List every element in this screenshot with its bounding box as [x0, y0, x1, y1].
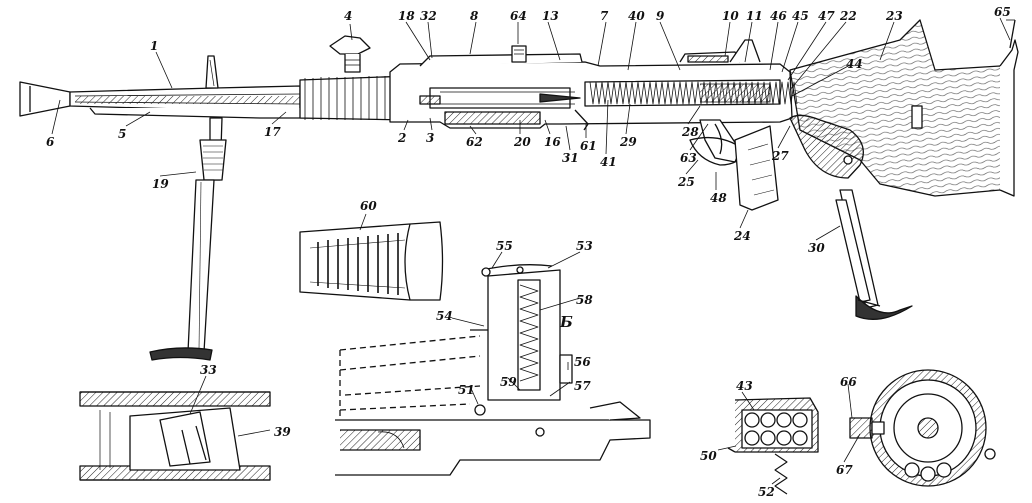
part-label-39: 39	[274, 425, 291, 439]
part-label-61: 61	[580, 139, 597, 153]
part-label-31: 31	[562, 151, 579, 165]
part-label-4: 4	[344, 9, 353, 23]
magazine-latch	[511, 45, 527, 63]
part-label-41: 41	[600, 155, 617, 169]
rear-monopod	[835, 189, 913, 320]
part-label-30: 30	[808, 241, 825, 255]
part-label-64: 64	[510, 9, 527, 23]
part-label-46: 46	[770, 9, 787, 23]
top-cover	[419, 51, 741, 67]
part-label-43: 43	[736, 379, 753, 393]
part-label-13: 13	[542, 9, 559, 23]
part-label-40: 40	[628, 9, 645, 23]
part-label-22: 22	[840, 9, 857, 23]
feed-knob	[329, 35, 371, 73]
front-sight	[205, 55, 219, 89]
part-label-7: 7	[600, 9, 609, 23]
recoil-spring	[584, 79, 798, 107]
part-label-54: 54	[436, 309, 453, 323]
detail-cartridge-stack	[727, 397, 819, 495]
part-label-58: 58	[576, 293, 593, 307]
part-label-b: Б	[560, 313, 573, 331]
part-label-2: 2	[398, 131, 407, 145]
part-label-9: 9	[656, 9, 665, 23]
part-label-55: 55	[496, 239, 513, 253]
part-label-24: 24	[734, 229, 751, 243]
flash-hider	[19, 81, 71, 117]
part-label-20: 20	[514, 135, 531, 149]
part-label-18: 18	[398, 9, 415, 23]
part-label-57: 57	[574, 379, 591, 393]
part-label-25: 25	[678, 175, 695, 189]
part-label-63: 63	[680, 151, 697, 165]
part-label-47: 47	[818, 9, 835, 23]
part-label-33: 33	[200, 363, 217, 377]
part-label-8: 8	[470, 9, 479, 23]
leader-lines	[51, 17, 1011, 485]
part-label-44: 44	[846, 57, 863, 71]
part-label-66: 66	[840, 375, 857, 389]
part-label-16: 16	[544, 135, 561, 149]
part-label-60: 60	[360, 199, 377, 213]
trigger-group	[574, 109, 746, 166]
part-label-67: 67	[836, 463, 853, 477]
rear-sight	[729, 39, 761, 63]
part-label-48: 48	[710, 191, 727, 205]
detail-b-receiver-rail	[335, 401, 651, 476]
part-label-45: 45	[792, 9, 809, 23]
rear-monopod-bracket	[789, 114, 864, 179]
part-label-17: 17	[264, 125, 281, 139]
part-label-27: 27	[772, 149, 789, 163]
part-label-10: 10	[722, 9, 739, 23]
detail-b-dashed-magazine	[339, 335, 481, 420]
part-label-11: 11	[746, 9, 763, 23]
part-label-50: 50	[700, 449, 717, 463]
part-label-59: 59	[500, 375, 517, 389]
part-label-29: 29	[620, 135, 637, 149]
detail-b-housing	[470, 264, 573, 416]
part-label-65: 65	[994, 5, 1011, 19]
part-label-5: 5	[118, 127, 127, 141]
part-label-62: 62	[466, 135, 483, 149]
part-label-52: 52	[758, 485, 775, 499]
magazine	[299, 221, 444, 301]
part-label-53: 53	[576, 239, 593, 253]
part-label-19: 19	[152, 177, 169, 191]
part-label-32: 32	[420, 9, 437, 23]
part-label-3: 3	[426, 131, 435, 145]
part-label-1: 1	[150, 39, 159, 53]
part-label-51: 51	[458, 383, 475, 397]
bipod	[149, 117, 227, 361]
part-label-56: 56	[574, 355, 591, 369]
part-label-23: 23	[886, 9, 903, 23]
detail-drum-cross-section	[849, 369, 996, 487]
part-label-28: 28	[682, 125, 699, 139]
detail-bolt-lug	[79, 391, 271, 481]
part-label-6: 6	[46, 135, 55, 149]
pistol-grip	[734, 125, 779, 211]
